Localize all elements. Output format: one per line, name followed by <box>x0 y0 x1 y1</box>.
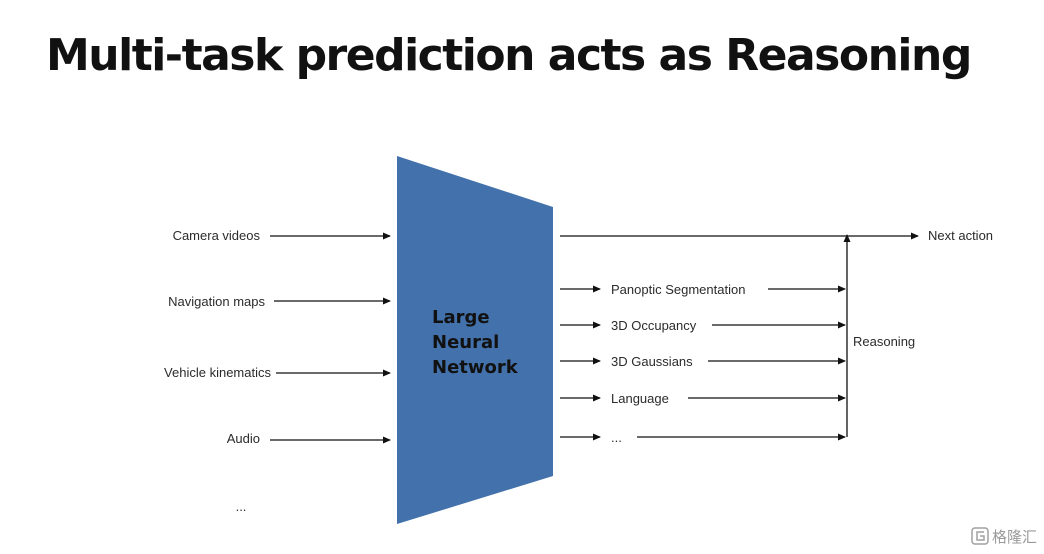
input-label-navigation-maps: Navigation maps <box>168 294 265 309</box>
output-label-3d-occupancy: 3D Occupancy <box>611 318 697 333</box>
input-label-camera-videos: Camera videos <box>173 228 261 243</box>
input-label-more: ... <box>236 499 247 514</box>
input-label-audio: Audio <box>227 431 260 446</box>
slide-title: Multi-task prediction acts as Reasoning <box>46 30 972 81</box>
network-label-line-1: Large <box>432 307 490 328</box>
network-label-line-2: Neural <box>432 332 499 353</box>
watermark-g-stroke <box>976 531 985 541</box>
output-label-panoptic-segmentation: Panoptic Segmentation <box>611 282 745 297</box>
output-label-more: ... <box>611 430 622 445</box>
input-label-vehicle-kinematics: Vehicle kinematics <box>164 365 271 380</box>
output-label-3d-gaussians: 3D Gaussians <box>611 354 693 369</box>
next-action-label: Next action <box>928 228 993 243</box>
reasoning-label: Reasoning <box>853 334 915 349</box>
watermark-g-icon <box>971 527 989 545</box>
watermark-logo: 格隆汇 <box>971 527 1037 546</box>
watermark-text: 格隆汇 <box>992 528 1037 546</box>
network-label-line-3: Network <box>432 357 519 378</box>
network-block <box>397 156 553 524</box>
output-label-language: Language <box>611 391 669 406</box>
